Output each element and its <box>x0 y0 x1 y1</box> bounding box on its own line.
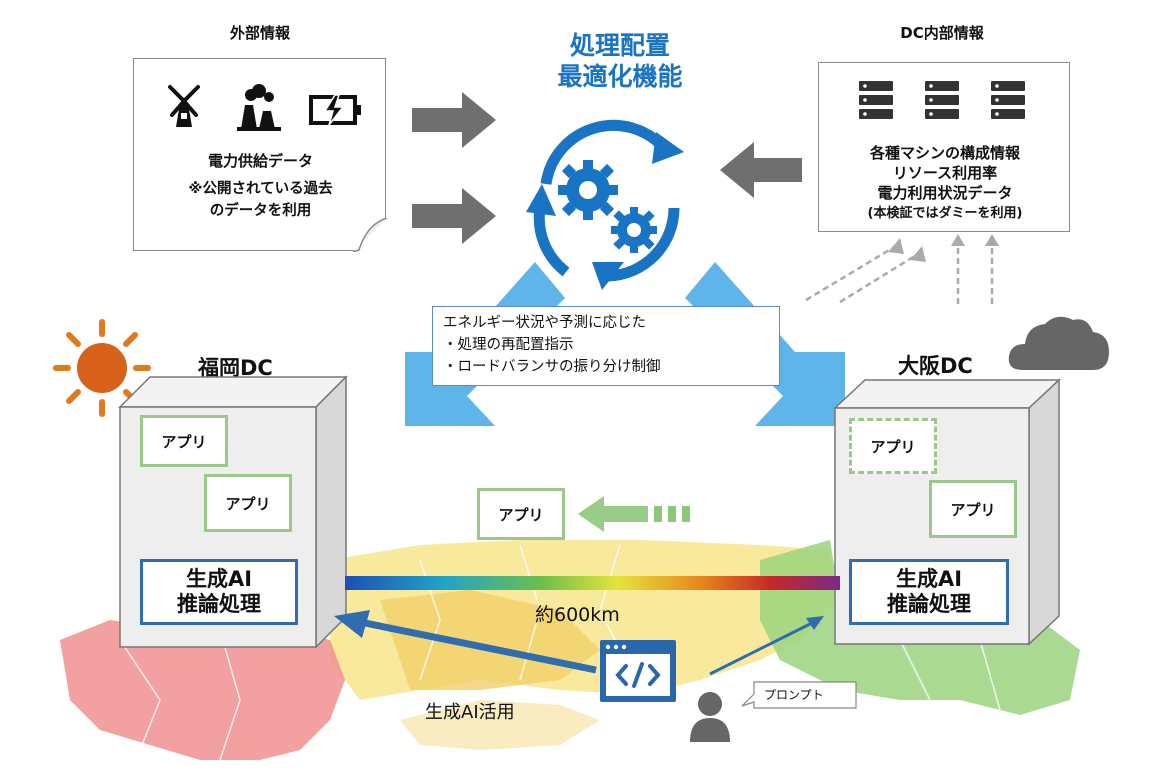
server-icon <box>859 81 1025 119</box>
internal-info-note: 各種マシンの構成情報 リソース利用率 電力利用状況データ (本検証ではダミーを利… <box>818 62 1070 232</box>
prompt-bubble <box>741 681 857 709</box>
osaka-app-1: アプリ <box>849 418 937 474</box>
optimizer-title-line1: 処理配置 <box>569 31 670 60</box>
page-curl <box>353 218 387 252</box>
instruction-callout: エネルギー状況や予測に応じた ・処理の再配置指示 ・ロードバランサの振り分け制御 <box>432 306 780 386</box>
fukuoka-dc-label: 福岡DC <box>198 356 273 380</box>
osaka-dc-label: 大阪DC <box>898 354 973 378</box>
dashed-up-arrows <box>805 234 999 304</box>
fukuoka-ai-inference: 生成AI 推論処理 <box>140 559 298 625</box>
internal-line3: 電力利用状況データ <box>877 184 1013 202</box>
internal-line2: リソース利用率 <box>892 164 998 182</box>
fukuoka-app-2: アプリ <box>204 474 292 532</box>
prompt-label: プロンプト <box>764 688 824 702</box>
fukuoka-ai-line1: 生成AI <box>185 566 253 591</box>
usage-label: 生成AI活用 <box>425 702 515 723</box>
callout-line2: ・処理の再配置指示 <box>443 336 574 353</box>
external-info-note: 電力供給データ ※公開されている過去 のデータを利用 <box>133 58 387 252</box>
public-data-note-line2: のデータを利用 <box>209 203 312 219</box>
internal-input-arrow <box>720 142 802 198</box>
external-info-header: 外部情報 <box>229 24 290 42</box>
osaka-app-2: アプリ <box>929 480 1017 538</box>
usage-arrows <box>334 610 824 676</box>
callout-line1: エネルギー状況や予測に応じた <box>443 315 646 331</box>
migrating-app: アプリ <box>477 488 565 540</box>
gear-icon <box>558 160 618 220</box>
windmill-icon <box>168 85 200 127</box>
internal-info-header: DC内部情報 <box>900 24 984 42</box>
dc-link-bar <box>345 576 840 590</box>
internal-line1: 各種マシンの構成情報 <box>869 144 1020 162</box>
osaka-ai-inference: 生成AI 推論処理 <box>849 559 1009 625</box>
optimizer-title: 処理配置 最適化機能 <box>520 30 720 93</box>
fukuoka-app-1: アプリ <box>140 415 228 467</box>
fukuoka-ai-line2: 推論処理 <box>177 592 261 616</box>
distance-label: 約600km <box>535 604 620 626</box>
optimizer-cycle <box>526 119 684 290</box>
migration-arrow <box>578 496 690 532</box>
callout-line3: ・ロードバランサの振り分け制御 <box>443 358 661 375</box>
cloud-icon <box>1008 316 1109 370</box>
public-data-note-line1: ※公開されている過去 <box>188 181 333 197</box>
user-icon <box>690 692 730 742</box>
battery-icon <box>309 94 361 126</box>
factory-icon <box>237 84 281 131</box>
code-window-icon <box>600 640 676 702</box>
osaka-ai-line2: 推論処理 <box>887 592 971 616</box>
input-arrows <box>412 92 496 244</box>
internal-line4: (本検証ではダミーを利用) <box>867 206 1023 221</box>
power-supply-title: 電力供給データ <box>207 152 313 170</box>
optimizer-title-line2: 最適化機能 <box>557 62 683 92</box>
osaka-ai-line1: 生成AI <box>895 566 963 591</box>
